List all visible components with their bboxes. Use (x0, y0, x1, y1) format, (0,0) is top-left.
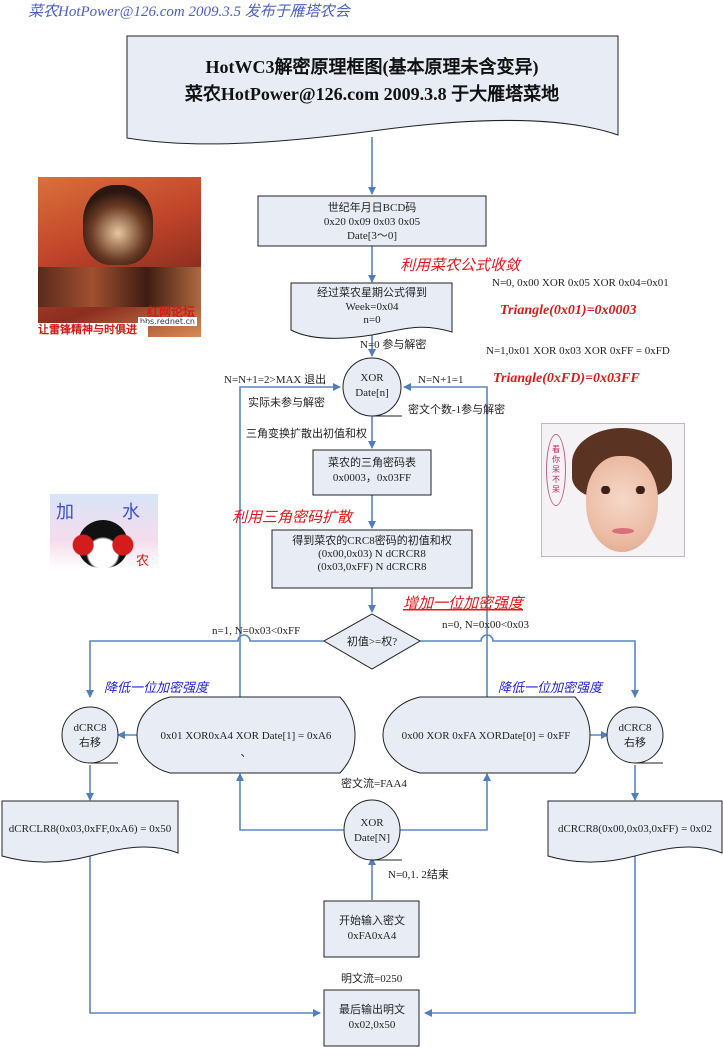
poster-portrait (83, 185, 153, 265)
label-right-branch: n=0, N=0x00<0x03 (442, 619, 530, 631)
title-line-1: HotWC3解密原理框图(基本原理未含变异) (206, 56, 539, 78)
node-right-result-line1: dCRCR8(0x00,0x03,0xFF) = 0x02 (558, 823, 712, 835)
edge-xorbottom-right (400, 773, 491, 831)
annotation-reduce-left: 降低一位加密强度 (104, 680, 210, 695)
penguin-gloves (72, 534, 134, 556)
annotation-triangle-2: Triangle(0xFD)=0x03FF (493, 371, 640, 386)
label-not-participate: 实际未参与解密 (248, 395, 325, 409)
node-xor-top-line1: XOR (360, 372, 384, 384)
node-week-line2: Week=0x04 (346, 301, 399, 313)
node-crc-init-line2: (0x00,0x03) N dCRCR8 (318, 548, 426, 560)
node-input-line1: 开始输入密文 (339, 913, 405, 927)
label-tri-expand: 三角变换扩散出初值和权 (246, 426, 367, 440)
annotation-tri-diffuse: 利用三角密码扩散 (232, 509, 354, 526)
node-tri-table (312, 449, 432, 496)
node-week-line3: n=0 (363, 314, 381, 326)
portrait-caption-oval: 看 你 呆 不 呆 (546, 434, 566, 506)
node-left-xor-line2: 、 (241, 747, 252, 759)
node-tri-table-line2: 0x0003，0x03FF (333, 472, 411, 484)
annotation-reduce-right: 降低一位加密强度 (498, 680, 604, 695)
portrait-char-2: 你 (552, 455, 560, 464)
node-left-shift (61, 706, 119, 764)
node-xor-bottom (343, 799, 401, 861)
poster-stamp: 红网论坛 (146, 305, 195, 319)
poster-caption: 让雷锋精神与时俱进 (38, 323, 148, 337)
edges (86, 137, 639, 1017)
annotation-add-strength: 增加一位加密强度 (403, 595, 525, 612)
node-xor-top-line2: Date[n] (355, 387, 389, 399)
node-bcd-line3: Date[3～0] (347, 230, 397, 242)
node-week-line1: 经过菜农星期公式得到 (317, 285, 427, 299)
edge-decision-left (86, 634, 324, 698)
edge-decision-right (420, 634, 639, 698)
node-input-line2: 0xFA0xA4 (348, 930, 397, 942)
portrait-char-3: 呆 (552, 465, 560, 474)
node-output-line1: 最后输出明文 (339, 1002, 405, 1016)
label-n0-participate: N=0 参与解密 (360, 337, 426, 351)
edge-xorbottom-left (236, 773, 344, 831)
label-n-end: N=0,1. 2结束 (388, 868, 449, 881)
node-left-xor (136, 696, 356, 774)
portrait-char-4: 不 (552, 475, 560, 484)
node-left-result-line1: dCRCLR8(0x03,0xFF,0xA6) = 0x50 (9, 823, 172, 835)
node-input (323, 900, 420, 958)
edge-loop-left (239, 383, 341, 697)
penguin-char-3: 农 (136, 554, 150, 569)
portrait-eyes (594, 486, 652, 494)
node-right-result (547, 800, 723, 863)
node-bcd (257, 195, 487, 247)
title-box (126, 35, 619, 145)
label-loop: N=N+1=1 (418, 374, 464, 386)
label-cipher-count: 密文个数-1参与解密 (408, 402, 505, 416)
poster-crowd (38, 267, 201, 307)
node-crc-init (271, 529, 473, 589)
node-crc-init-line1: 得到菜农的CRC8密码的初值和权 (292, 533, 452, 547)
node-tri-table-line1: 菜农的三角密码表 (328, 455, 416, 469)
node-right-shift-line2: 右移 (624, 735, 646, 749)
node-right-xor (382, 696, 591, 774)
node-left-shift-line2: 右移 (79, 735, 101, 749)
portrait-char-5: 呆 (552, 485, 560, 494)
node-output-line2: 0x02,0x50 (349, 1019, 396, 1031)
portrait-image: 看 你 呆 不 呆 (541, 423, 685, 557)
node-xor-bottom-line2: Date[N] (354, 832, 390, 844)
portrait-lips (612, 528, 634, 534)
annotation-calc-n0: N=0, 0x00 XOR 0x05 XOR 0x04=0x01 (492, 277, 669, 289)
annotation-formula-converge: 利用菜农公式收敛 (400, 257, 522, 274)
label-plain-stream: 明文流=0250 (341, 971, 403, 985)
node-bcd-line2: 0x20 0x09 0x03 0x05 (324, 216, 421, 228)
node-right-shift (606, 706, 664, 764)
penguin-char-1: 加 (56, 502, 74, 523)
node-right-shift-line1: dCRC8 (618, 722, 652, 734)
node-decision (322, 613, 422, 670)
node-xor-bottom-line1: XOR (360, 817, 384, 829)
edge-leftresult-output (89, 855, 321, 1017)
node-left-shift-line1: dCRC8 (73, 722, 107, 734)
node-bcd-line1: 世纪年月日BCD码 (328, 200, 417, 214)
title-line-2: 菜农HotPower@126.com 2009.3.8 于大雁塔菜地 (184, 83, 559, 104)
edge-rightresult-output (424, 855, 636, 1017)
label-cipher-stream: 密文流=FAA4 (341, 776, 407, 790)
node-output (323, 989, 420, 1047)
header-caption: 菜农HotPower@126.com 2009.3.5 发布于雁塔农会 (28, 3, 352, 20)
label-left-branch: n=1, N=0x03<0xFF (212, 625, 300, 637)
label-exit: N=N+1=2>MAX 退出 (224, 372, 326, 386)
annotation-calc-n1: N=1,0x01 XOR 0x03 XOR 0xFF = 0xFD (486, 345, 670, 357)
node-crc-init-line3: (0x03,0xFF) N dCRCR8 (317, 561, 427, 573)
node-left-result (1, 800, 179, 863)
node-decision-label: 初值>=权? (347, 634, 397, 648)
node-left-xor-line1: 0x01 XOR0xA4 XOR Date[1] = 0xA6 (161, 730, 332, 742)
penguin-char-2: 水 (122, 502, 140, 523)
portrait-char-1: 看 (552, 445, 560, 454)
node-week (290, 282, 453, 339)
poster-image: 红网论坛 bbs.rednet.cn 让雷锋精神与时俱进 (38, 177, 201, 337)
penguin-image: 加 水 农 (50, 494, 158, 570)
edge-loop-right (403, 383, 488, 697)
node-right-xor-line1: 0x00 XOR 0xFA XORDate[0] = 0xFF (402, 730, 571, 742)
annotation-triangle-1: Triangle(0x01)=0x0003 (500, 303, 637, 318)
poster-url: bbs.rednet.cn (137, 317, 197, 326)
portrait-face (586, 456, 658, 552)
